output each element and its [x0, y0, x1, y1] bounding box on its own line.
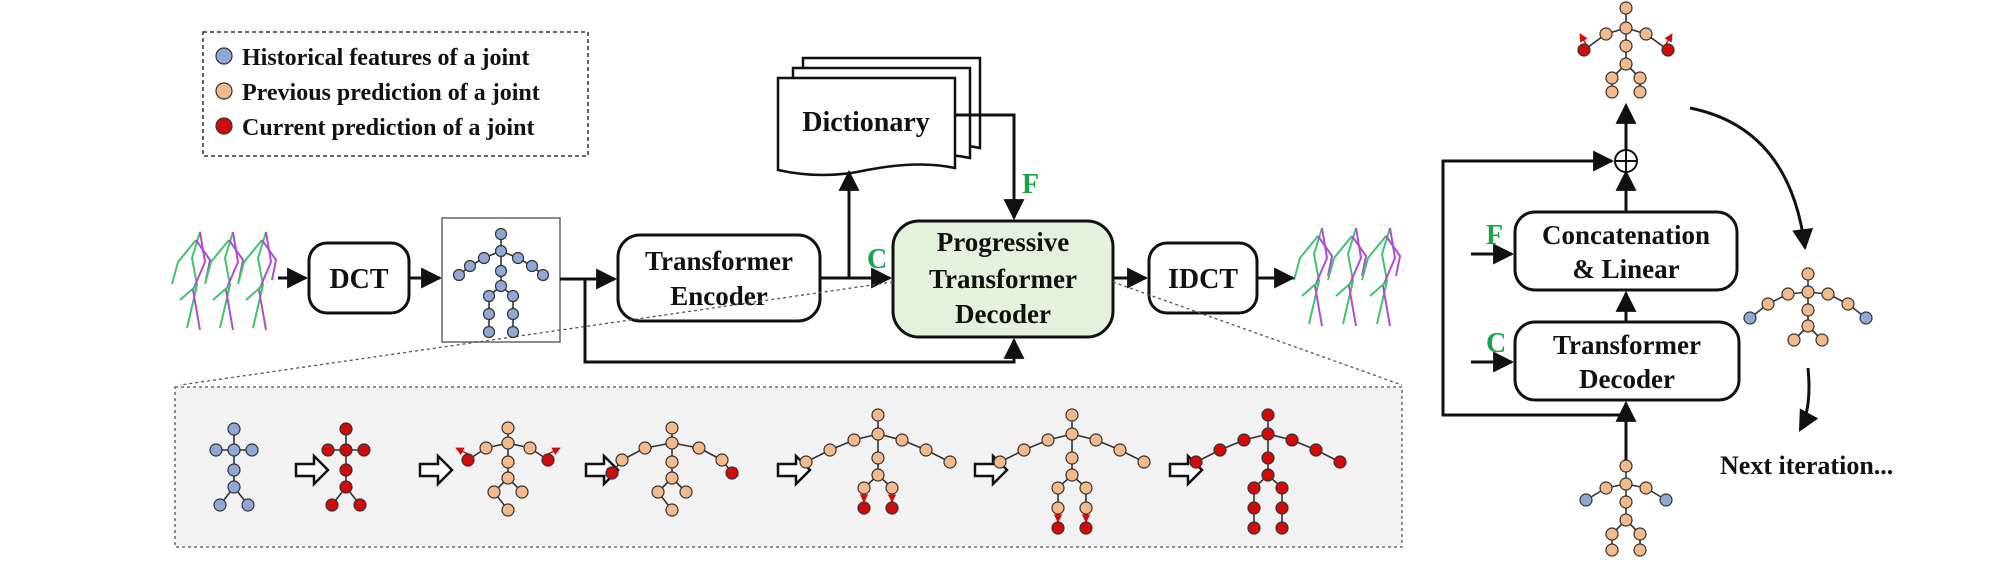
legend-current-dot	[215, 117, 233, 135]
dictionary-block: Dictionary	[776, 56, 982, 177]
pipeline-arrows	[278, 113, 1296, 364]
svg-text:& Linear: & Linear	[1572, 254, 1679, 284]
svg-text:IDCT: IDCT	[1168, 264, 1238, 295]
panel-step-arrow-1	[418, 452, 454, 488]
svg-text:DCT: DCT	[329, 264, 388, 295]
transformer-decoder-block: Transformer Decoder	[1513, 320, 1741, 402]
concat-linear-block: Concatenation & Linear	[1513, 210, 1739, 292]
panel-skeleton-0	[209, 422, 259, 512]
panel-step-arrow-0	[294, 452, 330, 488]
svg-text:Dictionary: Dictionary	[802, 107, 930, 138]
svg-text:Transformer: Transformer	[1553, 330, 1701, 360]
panel-skeleton-1	[321, 422, 371, 512]
skeleton-input	[452, 227, 550, 339]
f-symbol-main: F	[1022, 169, 1039, 200]
zoom-lines	[179, 281, 1403, 386]
dct-block: DCT	[307, 241, 411, 315]
output-motion-sticks	[1293, 227, 1401, 327]
input-motion-sticks	[171, 231, 277, 331]
svg-text:Concatenation: Concatenation	[1542, 220, 1710, 250]
legend-historical-label: Historical features of a joint	[242, 45, 530, 71]
right-bottom-skeleton	[1579, 459, 1673, 557]
panel-skeleton-2	[455, 421, 561, 517]
transformer-encoder-block: Transformer Encoder	[616, 233, 822, 323]
iteration-arrows	[1441, 102, 1819, 460]
svg-text:Transformer: Transformer	[929, 264, 1077, 294]
skeletons	[209, 1, 1873, 557]
idct-block: IDCT	[1147, 241, 1259, 315]
svg-text:Transformer: Transformer	[645, 246, 793, 276]
legend: Historical features of a joint Previous …	[202, 31, 589, 157]
panel-skeleton-4	[799, 408, 957, 515]
next-iteration-label: Next iteration...	[1720, 451, 1893, 480]
add-symbol	[1614, 149, 1638, 173]
c-symbol-right: C	[1486, 328, 1506, 359]
svg-text:Progressive: Progressive	[937, 227, 1069, 257]
panel-skeleton-3	[605, 421, 739, 517]
right-top-skeleton	[1577, 1, 1675, 99]
right-mid-skeleton	[1743, 267, 1873, 347]
panel-skeleton-5	[993, 408, 1151, 535]
legend-historical-dot	[215, 47, 233, 65]
f-symbol-right: F	[1486, 220, 1503, 251]
progressive-transformer-decoder-block: Progressive Transformer Decoder	[891, 219, 1115, 339]
legend-previous-dot	[215, 82, 233, 100]
panel-skeleton-6	[1189, 408, 1347, 535]
legend-current-label: Current prediction of a joint	[242, 115, 534, 141]
svg-text:Decoder: Decoder	[1579, 364, 1675, 394]
c-symbol-main: C	[867, 244, 887, 275]
legend-previous-label: Previous prediction of a joint	[242, 80, 540, 106]
svg-text:Encoder: Encoder	[670, 281, 768, 311]
svg-text:Decoder: Decoder	[955, 299, 1051, 329]
